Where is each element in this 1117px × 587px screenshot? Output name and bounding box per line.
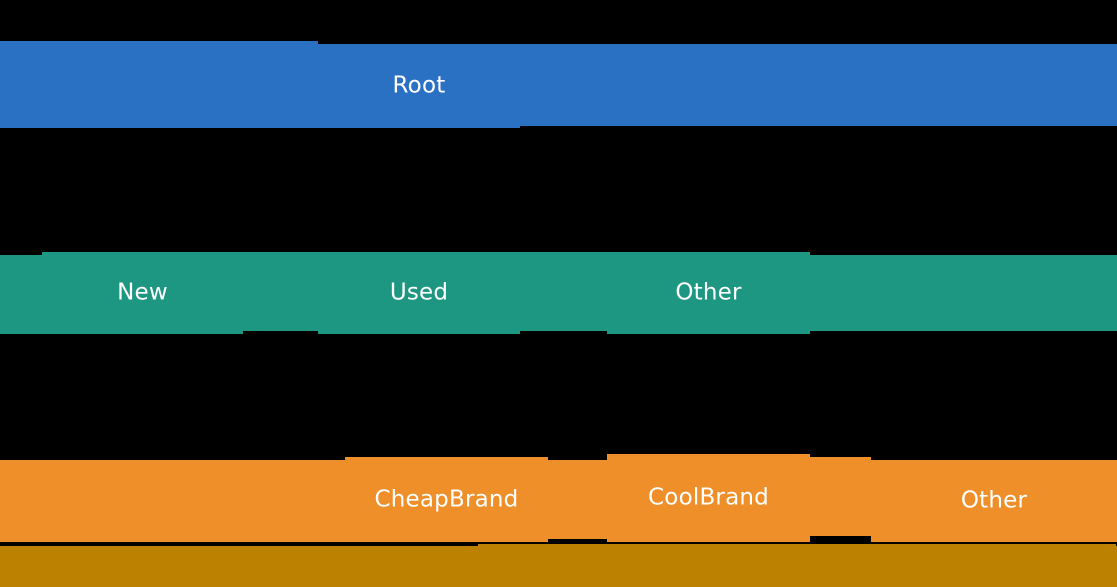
- icicle-segment-new[interactable]: New: [42, 252, 243, 334]
- icicle-segment-label: CoolBrand: [648, 484, 769, 511]
- icicle-segment-label: CheapBrand: [374, 486, 519, 512]
- icicle-segment[interactable]: [0, 460, 345, 542]
- icicle-segment[interactable]: [243, 252, 318, 331]
- icicle-segment[interactable]: [478, 544, 764, 587]
- icicle-segment-other[interactable]: Other: [871, 460, 1117, 542]
- icicle-segment-label: Root: [392, 72, 446, 99]
- icicle-segment-label: Other: [675, 279, 742, 306]
- icicle-segment[interactable]: [0, 546, 478, 587]
- icicle-segment[interactable]: [0, 41, 318, 128]
- icicle-segment[interactable]: [864, 544, 1116, 587]
- icicle-segment[interactable]: [548, 460, 607, 539]
- icicle-segment[interactable]: [0, 255, 42, 334]
- icicle-segment-used[interactable]: Used: [318, 252, 520, 334]
- icicle-segment[interactable]: [520, 252, 607, 331]
- icicle-segment[interactable]: [764, 544, 864, 587]
- icicle-segment-label: Other: [960, 487, 1028, 514]
- icicle-segment-root[interactable]: Root: [318, 44, 520, 128]
- icicle-segment-coolbrand[interactable]: CoolBrand: [607, 454, 810, 542]
- icicle-segment[interactable]: [810, 255, 1117, 331]
- icicle-segment-cheapbrand[interactable]: CheapBrand: [345, 457, 548, 542]
- icicle-segment-other[interactable]: Other: [607, 252, 810, 334]
- icicle-segment[interactable]: [810, 457, 871, 536]
- icicle-segment[interactable]: [520, 44, 1117, 126]
- icicle-segment-label: New: [117, 279, 168, 306]
- icicle-segment-label: Used: [389, 279, 449, 306]
